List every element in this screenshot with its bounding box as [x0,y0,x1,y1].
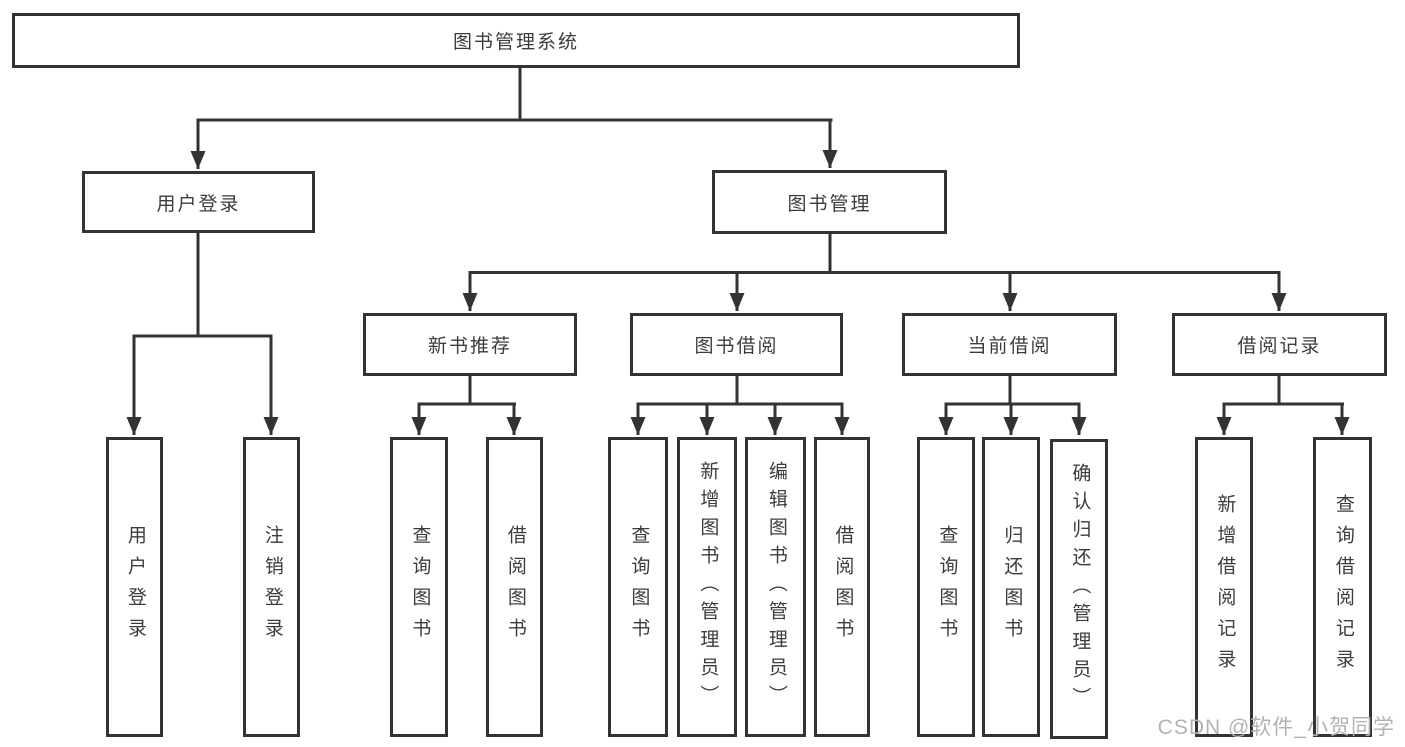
leaf-label: 查询借阅记录 [1332,494,1354,680]
leaf-query-books-borrow: 查询图书 [608,437,668,737]
leaf-add-book-admin: 新增图书（管理员） [677,437,737,737]
node-book-borrow: 图书借阅 [630,313,843,376]
leaf-label: 用户登录 [124,525,146,649]
leaf-add-borrow-record: 新增借阅记录 [1195,437,1253,737]
leaf-confirm-return-admin: 确认归还（管理员） [1050,439,1108,739]
leaf-query-borrow-record: 查询借阅记录 [1313,437,1372,737]
csdn-watermark: CSDN @软件_小贺同学 [1157,716,1395,739]
leaf-logout: 注销登录 [243,437,300,737]
node-borrow-records: 借阅记录 [1172,313,1387,376]
leaf-label: 新增借阅记录 [1214,494,1236,680]
node-current-borrow: 当前借阅 [902,313,1117,376]
leaf-label: 归还图书 [1001,525,1023,649]
leaf-label: 查询图书 [409,525,431,649]
leaf-return-book: 归还图书 [982,437,1040,737]
leaf-label: 查询图书 [628,525,650,649]
node-root-system: 图书管理系统 [12,13,1020,68]
leaf-borrow-books-recommend: 借阅图书 [486,437,543,737]
leaf-borrow-books: 借阅图书 [814,437,870,737]
node-user-login: 用户登录 [82,171,315,233]
leaf-label: 借阅图书 [504,525,526,649]
leaf-user-login: 用户登录 [106,437,163,737]
leaf-label: 新增图书（管理员） [697,461,719,713]
node-new-book-recommend: 新书推荐 [363,313,577,376]
leaf-label: 编辑图书（管理员） [765,461,787,713]
leaf-label: 查询图书 [936,525,958,649]
node-book-management: 图书管理 [712,170,947,234]
leaf-query-books-recommend: 查询图书 [390,437,448,737]
leaf-query-books-current: 查询图书 [917,437,975,737]
leaf-edit-book-admin: 编辑图书（管理员） [745,437,806,737]
leaf-label: 借阅图书 [832,525,854,649]
leaf-label: 确认归还（管理员） [1069,463,1091,715]
leaf-label: 注销登录 [261,525,283,649]
